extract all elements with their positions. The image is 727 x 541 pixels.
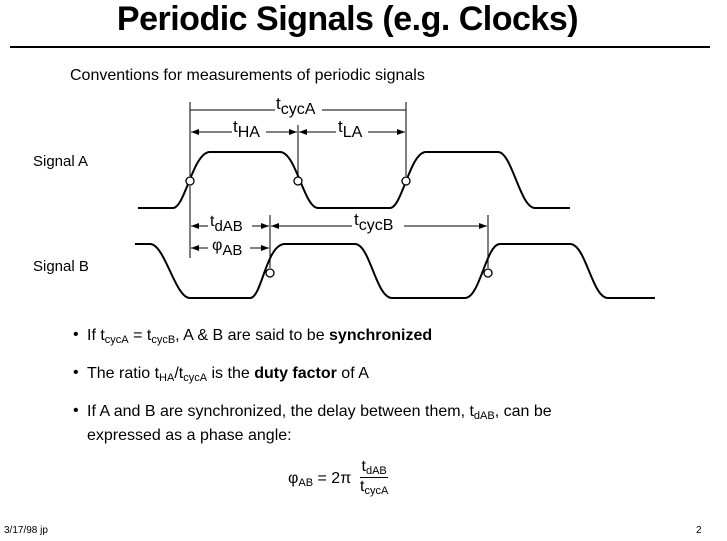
page-title: Periodic Signals (e.g. Clocks) <box>116 0 579 38</box>
formula-numerator: tdAB <box>360 458 389 478</box>
bullet-synchronized: •If tcycA = tcycB, A & B are said to be … <box>73 326 433 346</box>
signal-a-label: Signal A <box>33 153 89 170</box>
footer-date: 3/17/98 jp <box>4 525 48 536</box>
signal-b-waveform <box>135 243 655 299</box>
bullet-phase-angle: •If A and B are synchronized, the delay … <box>73 402 552 444</box>
formula-fraction: tdAB tcycA <box>360 458 389 497</box>
title-rule <box>10 46 710 48</box>
phiab-label: φAB <box>212 237 242 259</box>
formula-denominator: tcycA <box>360 478 389 497</box>
signal-a-mid-marker <box>185 176 195 186</box>
bullet-duty-factor: •The ratio tHA/tcycA is the duty factor … <box>73 364 369 384</box>
tcycb-label: tcycB <box>354 210 393 234</box>
page-number: 2 <box>696 525 702 536</box>
signal-a-mid-marker <box>401 176 411 186</box>
bullet-dot: • <box>73 326 79 343</box>
bullet-list: •If tcycA = tcycB, A & B are said to be … <box>73 326 673 460</box>
bullet-dot: • <box>73 402 79 419</box>
signal-b-mid-marker <box>265 268 275 278</box>
tdab-label: tdAB <box>210 213 243 235</box>
bullet-dot: • <box>73 364 79 381</box>
signal-b-label: Signal B <box>33 258 89 275</box>
signal-b-mid-marker <box>483 268 493 278</box>
signal-a-mid-marker <box>293 176 303 186</box>
tcyca-label: tcycA <box>276 94 316 118</box>
formula-lhs: φAB = 2π <box>288 470 352 489</box>
signal-a-waveform <box>138 151 570 209</box>
subtitle: Conventions for measurements of periodic… <box>70 67 425 84</box>
tha-label: tHA <box>233 117 260 141</box>
tla-label: tLA <box>338 117 363 141</box>
